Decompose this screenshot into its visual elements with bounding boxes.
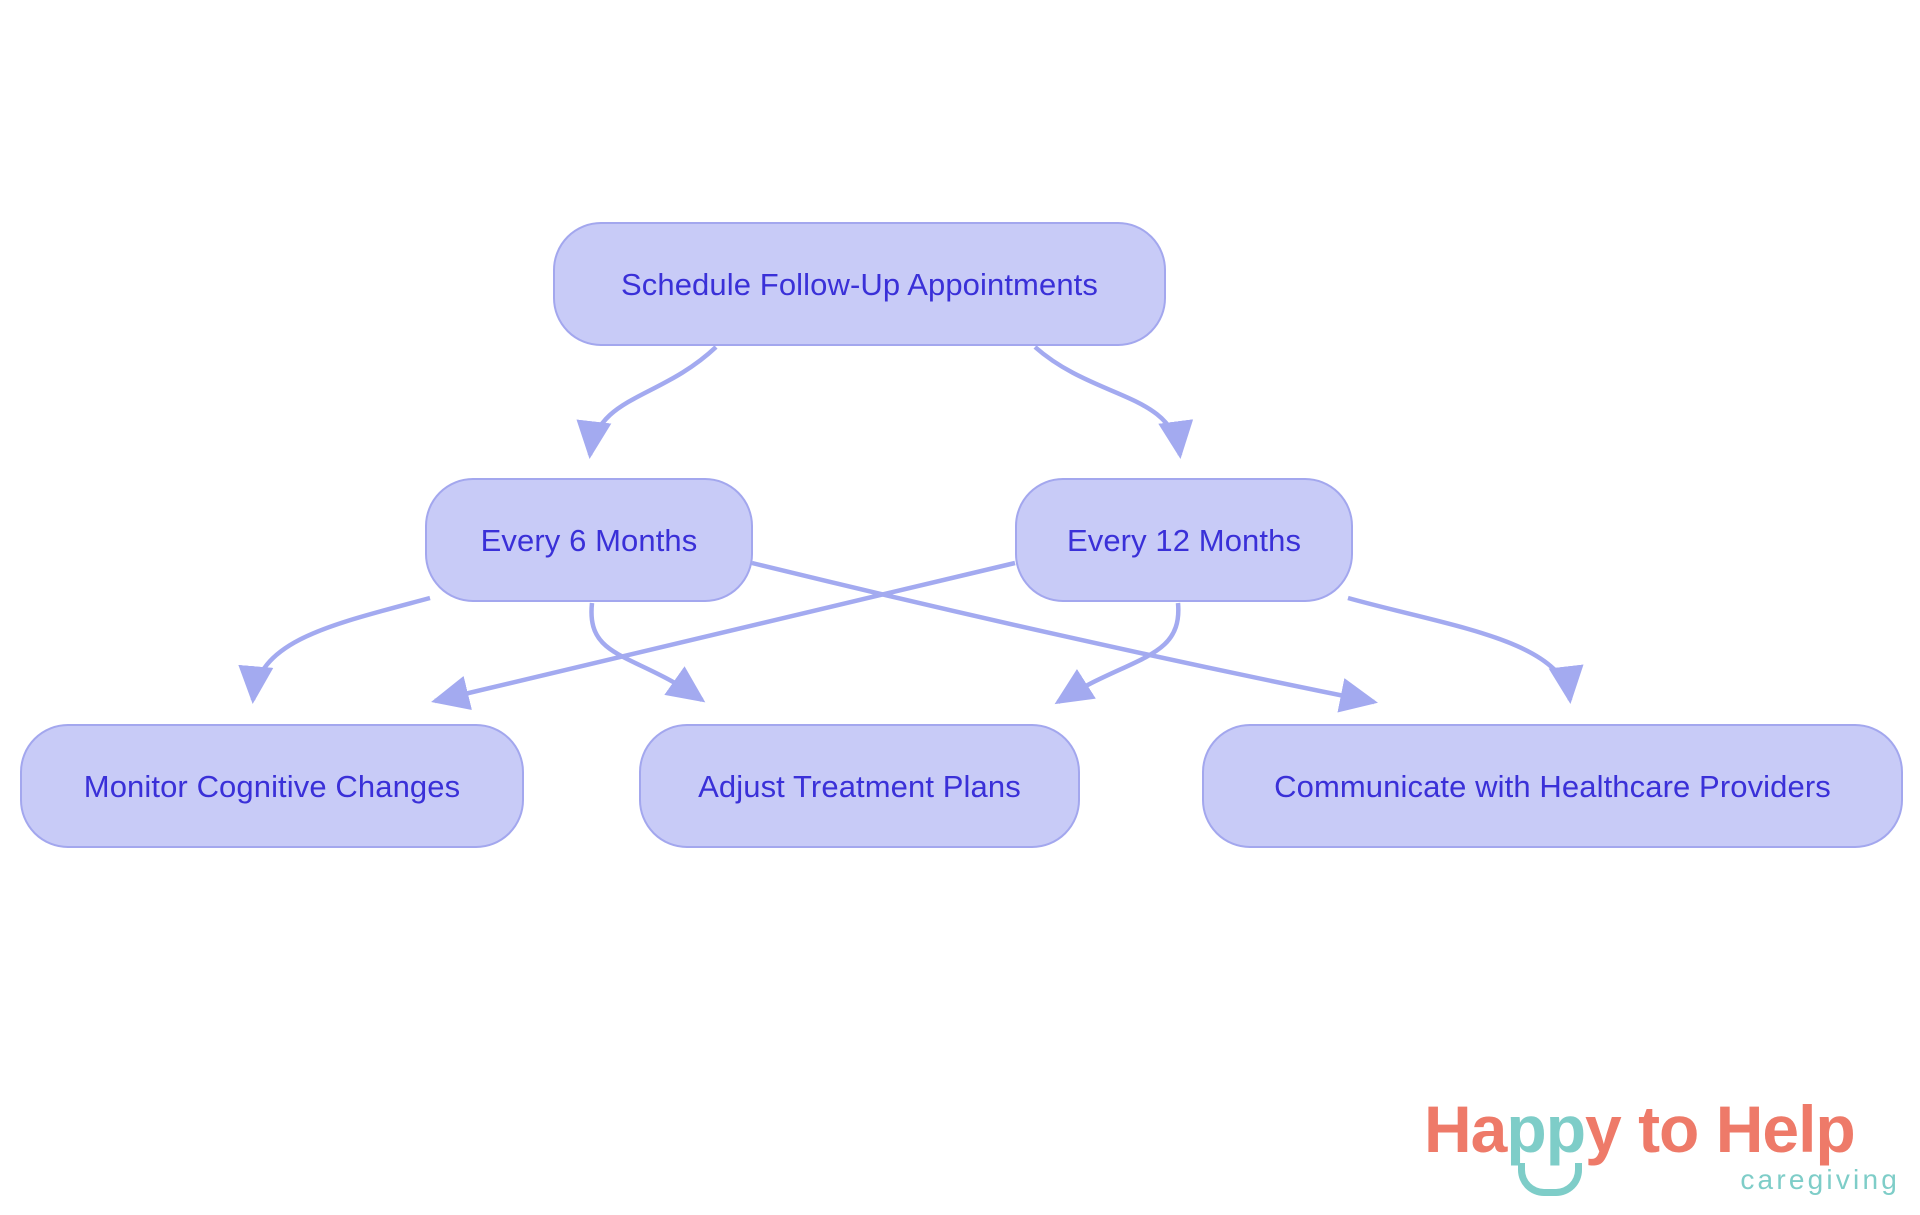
node-every-12-months[interactable]: Every 12 Months — [1015, 478, 1353, 602]
node-label: Every 12 Months — [1066, 522, 1302, 558]
logo-word-rest: to Help — [1620, 1092, 1856, 1166]
logo-wordmark: Happy to Help — [1424, 1096, 1856, 1162]
smile-icon — [1518, 1163, 1582, 1196]
edge-6mo-to-adjust — [589, 602, 706, 703]
node-label: Communicate with Healthcare Providers — [1274, 768, 1831, 804]
edge-12mo-to-adjust — [1054, 602, 1181, 705]
logo-word-suffix: y — [1585, 1092, 1622, 1166]
node-label: Monitor Cognitive Changes — [83, 768, 461, 804]
edge-12mo-to-communicate — [1347, 595, 1584, 705]
node-label: Every 6 Months — [480, 522, 698, 558]
edge-root-to-6mo — [576, 345, 718, 460]
happy-to-help-logo: Happy to Help caregiving — [1424, 1096, 1904, 1208]
node-every-6-months[interactable]: Every 6 Months — [425, 478, 753, 602]
node-label: Schedule Follow-Up Appointments — [621, 266, 1098, 302]
edge-6mo-to-monitor — [238, 595, 431, 705]
logo-tagline: caregiving — [1740, 1164, 1900, 1195]
node-adjust-treatment-plans[interactable]: Adjust Treatment Plans — [639, 724, 1080, 848]
node-communicate-with-healthcare-providers[interactable]: Communicate with Healthcare Providers — [1202, 724, 1903, 848]
logo-word-middle: pp — [1506, 1092, 1586, 1166]
logo-word-prefix: Ha — [1424, 1092, 1507, 1166]
edge-root-to-12mo — [1033, 345, 1194, 460]
node-monitor-cognitive-changes[interactable]: Monitor Cognitive Changes — [20, 724, 524, 848]
node-label: Adjust Treatment Plans — [698, 768, 1021, 804]
node-schedule-follow-up-appointments[interactable]: Schedule Follow-Up Appointments — [553, 222, 1166, 346]
